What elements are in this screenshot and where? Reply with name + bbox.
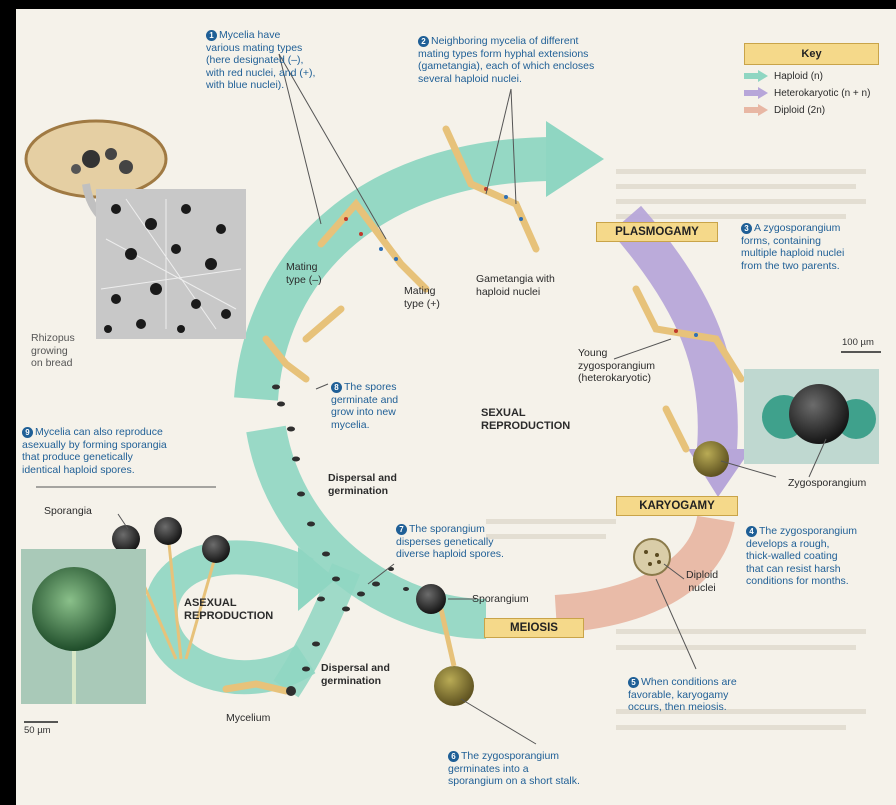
zygosporangium-germinating bbox=[434, 666, 474, 706]
step-text: When conditions are favorable, karyogamy… bbox=[628, 676, 737, 713]
legend-label: Heterokaryotic (n + n) bbox=[774, 88, 870, 99]
sporangia-micrograph bbox=[96, 189, 246, 339]
bread-photo bbox=[26, 121, 166, 197]
legend-label: Haploid (n) bbox=[774, 71, 823, 82]
step-number-badge: 7 bbox=[396, 524, 407, 535]
zygosporangium-micrograph bbox=[744, 369, 879, 464]
mating-type-minus-label: Mating type (–) bbox=[286, 261, 322, 286]
diploid-arrow-icon bbox=[744, 104, 768, 116]
zygosporangium-label: Zygosporangium bbox=[788, 477, 866, 490]
stage-plasmogamy: PLASMOGAMY bbox=[596, 222, 718, 242]
step-text: The zygosporangium germinates into a spo… bbox=[448, 750, 580, 787]
sexual-reproduction-label: SEXUAL REPRODUCTION bbox=[481, 407, 570, 433]
sporangia-label: Sporangia bbox=[44, 505, 92, 518]
rhizopus-label: Rhizopus growing on bread bbox=[31, 332, 75, 370]
dispersal-germination-top-label: Dispersal and germination bbox=[328, 472, 397, 497]
young-zygosporangium-label: Young zygosporangium (heterokaryotic) bbox=[578, 347, 655, 385]
stage-karyogamy: KARYOGAMY bbox=[616, 496, 738, 516]
step-number-badge: 5 bbox=[628, 677, 639, 688]
step-number-badge: 3 bbox=[741, 223, 752, 234]
stage-meiosis: MEIOSIS bbox=[484, 618, 584, 638]
sporangium-black bbox=[416, 584, 446, 614]
diploid-nuclei-label: Diploid nuclei bbox=[686, 569, 718, 594]
step-number-badge: 6 bbox=[448, 751, 459, 762]
step-number-badge: 8 bbox=[331, 382, 342, 393]
heterokaryotic-arrow-icon bbox=[744, 87, 768, 99]
asexual-reproduction-label: ASEXUAL REPRODUCTION bbox=[184, 597, 273, 623]
step-text: A zygosporangium forms, containing multi… bbox=[741, 222, 844, 272]
step-text: Mycelia can also reproduce asexually by … bbox=[22, 426, 167, 476]
haploid-arrow-icon bbox=[744, 70, 768, 82]
legend-label: Diploid (2n) bbox=[774, 105, 825, 116]
dispersal-germination-bottom-label: Dispersal and germination bbox=[321, 662, 390, 687]
step-number-badge: 2 bbox=[418, 36, 429, 47]
legend-item-haploid: Haploid (n) bbox=[744, 70, 879, 82]
legend-item-heterokaryotic: Heterokaryotic (n + n) bbox=[744, 87, 879, 99]
step-text: Mycelia have various mating types (here … bbox=[206, 29, 315, 91]
legend-title: Key bbox=[744, 43, 879, 65]
scale-label-bottom-left: 50 µm bbox=[24, 725, 51, 736]
legend: Key Haploid (n) Heterokaryotic (n + n) D… bbox=[744, 43, 879, 116]
step-text: The zygosporangium develops a rough, thi… bbox=[746, 525, 857, 587]
step-text: The sporangium disperses genetically div… bbox=[396, 523, 504, 560]
zygosporangium-diploid bbox=[634, 539, 670, 575]
step-text: Neighboring mycelia of different mating … bbox=[418, 35, 594, 85]
sporangium-label: Sporangium bbox=[472, 593, 529, 606]
zygosporangium-rough bbox=[693, 441, 729, 477]
sporangium-micrograph bbox=[21, 549, 146, 704]
mating-type-plus-label: Mating type (+) bbox=[404, 285, 440, 310]
textbook-page: Key Haploid (n) Heterokaryotic (n + n) D… bbox=[16, 9, 896, 805]
step-number-badge: 4 bbox=[746, 526, 757, 537]
step-number-badge: 9 bbox=[22, 427, 33, 438]
legend-item-diploid: Diploid (2n) bbox=[744, 104, 879, 116]
mycelium-label: Mycelium bbox=[226, 712, 270, 725]
scale-label-top-right: 100 µm bbox=[842, 337, 874, 348]
haploid-arrowhead bbox=[546, 121, 604, 197]
gametangia-label: Gametangia with haploid nuclei bbox=[476, 273, 555, 298]
step-number-badge: 1 bbox=[206, 30, 217, 41]
